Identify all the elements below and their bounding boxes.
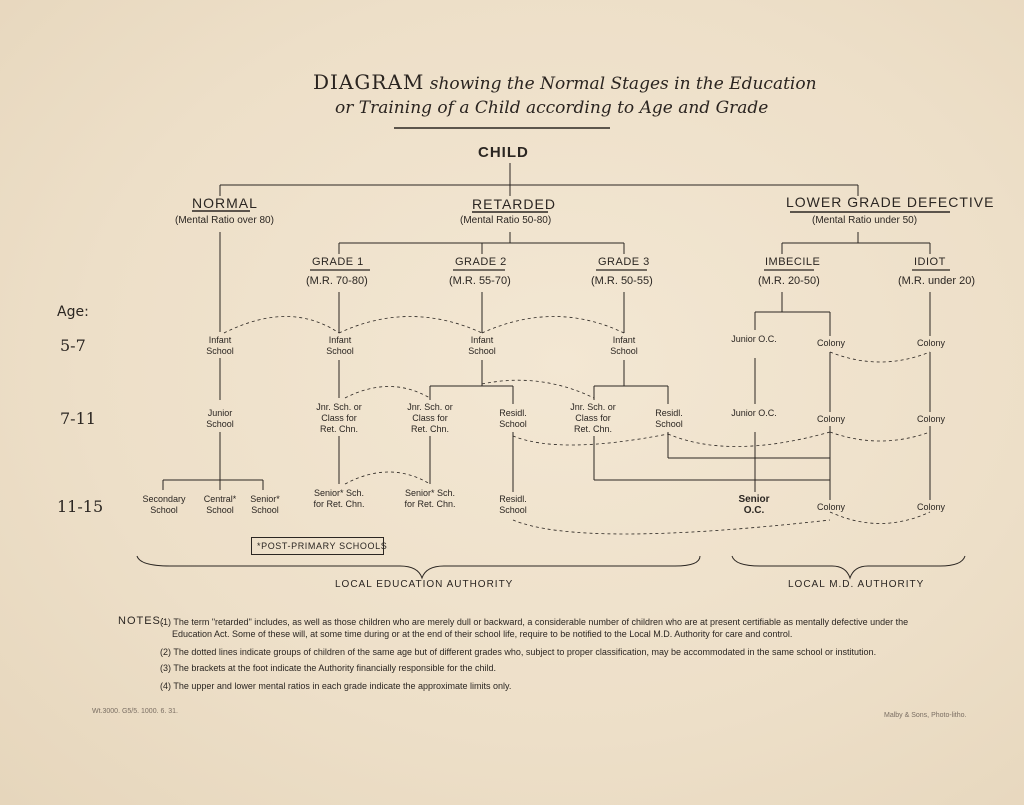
footer-printer: Malby & Sons, Photo-litho.: [884, 712, 967, 719]
authority-lea: LOCAL EDUCATION AUTHORITY: [335, 579, 514, 590]
normal-infant-school: Infant School: [206, 335, 234, 356]
note-4: (4) The upper and lower mental ratios in…: [160, 681, 512, 691]
title-diagram-word: DIAGRAM: [313, 70, 425, 94]
grade-3-ratio: (M.R. 50-55): [591, 275, 653, 287]
age-11-15: 11-15: [57, 497, 104, 516]
post-primary-box: *POST-PRIMARY SCHOOLS: [251, 537, 388, 555]
secondary-school: Secondary School: [142, 494, 186, 515]
grade-2-ratio: (M.R. 55-70): [449, 275, 511, 287]
imbecile-colony-2: Colony: [816, 414, 845, 424]
note-1: (1) The term "retarded" includes, as wel…: [160, 617, 909, 627]
senior-school: Senior* School: [250, 494, 280, 515]
grade1-senior-school-ret: Senior* Sch. for Ret. Chn.: [313, 488, 365, 509]
note-2: (2) The dotted lines indicate groups of …: [160, 647, 877, 657]
title-line-2: or Training of a Child according to Age …: [335, 98, 769, 118]
imbecile-label: IMBECILE: [765, 256, 821, 268]
imbecile-junior-oc: Junior O.C.: [731, 334, 777, 344]
imbecile-colony-1: Colony: [816, 338, 845, 348]
grade1-infant-school: Infant School: [326, 335, 354, 356]
idiot-colony-3: Colony: [916, 502, 945, 512]
title-line-1: showing the Normal Stages in the Educati…: [429, 74, 817, 94]
post-primary-label: *POST-PRIMARY SCHOOLS: [257, 541, 388, 551]
age-5-7: 5-7: [60, 336, 86, 355]
idiot-colony-2: Colony: [916, 414, 945, 424]
note-1-cont: Education Act. Some of these will, at so…: [172, 629, 793, 639]
category-lower-ratio: (Mental Ratio under 50): [812, 215, 918, 226]
grade3-jnr-school-ret: Jnr. Sch. or Class for Ret. Chn.: [570, 402, 616, 434]
category-normal-label: NORMAL: [192, 195, 258, 211]
grade2-residl-school: Residl. School: [499, 408, 527, 429]
category-lower-label: LOWER GRADE DEFECTIVE: [786, 194, 995, 210]
grade-1-label: GRADE 1: [312, 256, 364, 268]
grade2-jnr-school-ret: Jnr. Sch. or Class for Ret. Chn.: [407, 402, 453, 434]
grade2-infant-school: Infant School: [468, 335, 496, 356]
grade-2-label: GRADE 2: [455, 256, 507, 268]
category-retarded-label: RETARDED: [472, 196, 556, 212]
notes-heading: NOTES:: [118, 615, 165, 627]
grade2-senior-school-ret: Senior* Sch. for Ret. Chn.: [404, 488, 456, 509]
grade-1-ratio: (M.R. 70-80): [306, 275, 368, 287]
imbecile-ratio: (M.R. 20-50): [758, 275, 820, 287]
imbecile-senior-oc: Senior O.C.: [738, 494, 770, 516]
root-child: CHILD: [478, 144, 529, 161]
grade3-residl-school: Residl. School: [655, 408, 683, 429]
age-heading: Age:: [57, 304, 89, 320]
central-school: Central* School: [203, 494, 237, 515]
authority-lmd: LOCAL M.D. AUTHORITY: [788, 579, 925, 590]
idiot-colony-1: Colony: [916, 338, 945, 348]
age-7-11: 7-11: [60, 409, 96, 428]
grade2-residl-school-senior: Residl. School: [499, 494, 527, 515]
note-3: (3) The brackets at the foot indicate th…: [160, 663, 497, 673]
imbecile-junior-oc-2: Junior O.C.: [731, 408, 777, 418]
grade-3-label: GRADE 3: [598, 256, 650, 268]
grade1-jnr-school-ret: Jnr. Sch. or Class for Ret. Chn.: [316, 402, 362, 434]
category-normal-ratio: (Mental Ratio over 80): [175, 215, 274, 226]
idiot-ratio: (M.R. under 20): [898, 275, 976, 287]
category-retarded-ratio: (Mental Ratio 50-80): [460, 215, 552, 226]
footer-print-code: Wt.3000. G5/5. 1000. 6. 31.: [92, 708, 178, 715]
normal-junior-school: Junior School: [206, 408, 234, 429]
grade3-infant-school: Infant School: [610, 335, 638, 356]
imbecile-colony-3: Colony: [816, 502, 845, 512]
idiot-label: IDIOT: [914, 256, 946, 268]
